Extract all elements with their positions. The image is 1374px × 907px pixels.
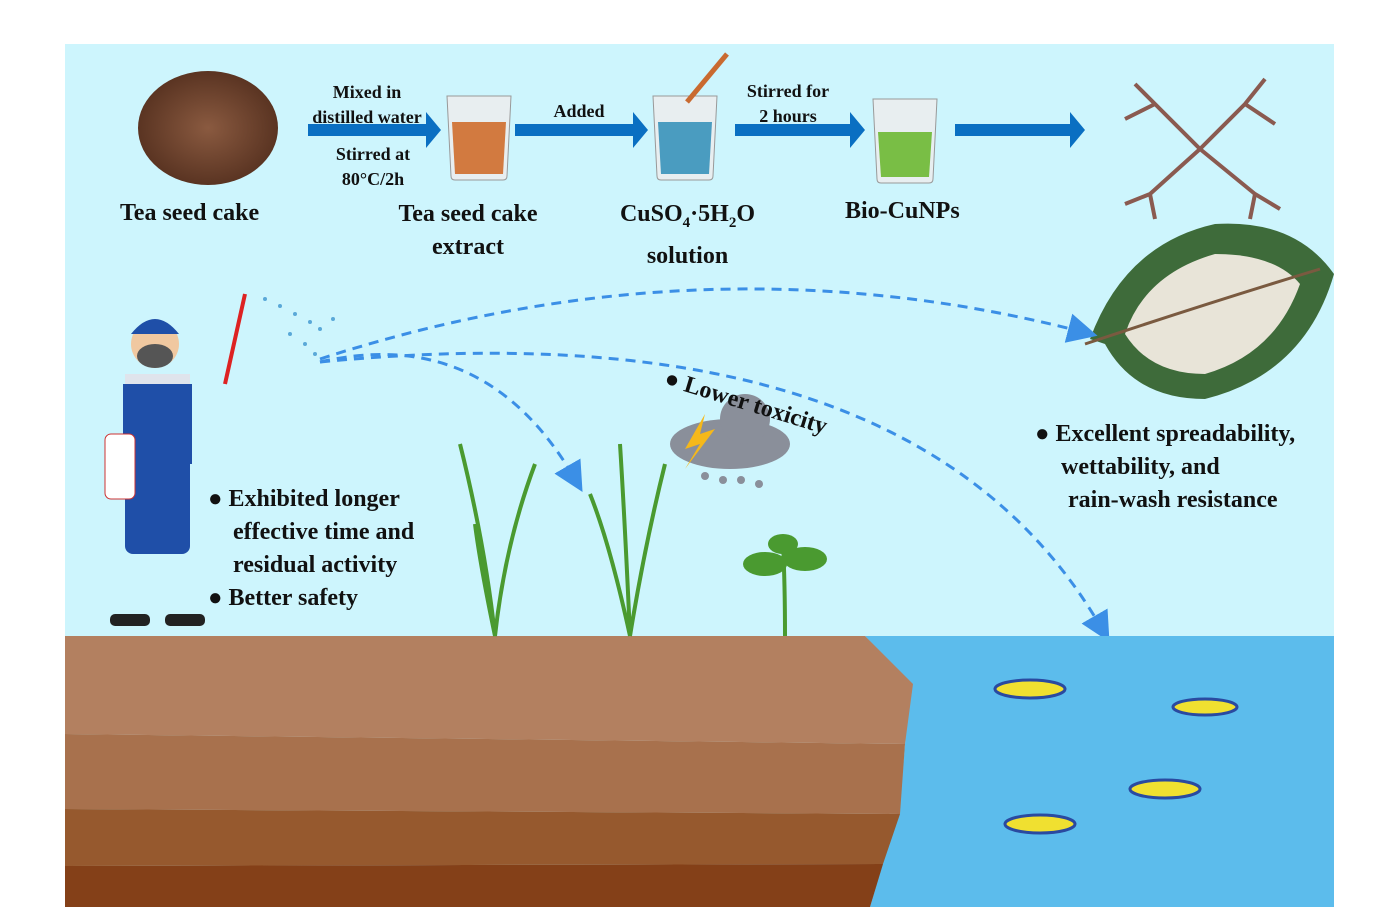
plant-line3: residual activity — [233, 552, 398, 578]
bio-cunps-label: Bio-CuNPs — [845, 198, 960, 224]
plant-line2: effective time and — [233, 519, 415, 545]
plants-image — [458, 443, 787, 637]
cuso4-formula: CuSO4·5H2O — [600, 198, 775, 240]
extract-line2: extract — [432, 234, 504, 260]
diagram-panel: Tea seed cake Mixed in distilled water St… — [65, 44, 1334, 907]
step1-line4: 80°C/2h — [341, 169, 405, 189]
formula-sub: 4 — [682, 214, 691, 231]
extract-label: Tea seed cake extract — [383, 198, 553, 264]
beaker-cuso4-image — [652, 52, 729, 181]
leaf-image — [1084, 223, 1334, 399]
soil-layers — [65, 636, 913, 907]
fish-image — [993, 678, 1239, 835]
beaker-bio-cunps-image — [872, 98, 938, 184]
sprayer-worker-image — [104, 293, 247, 626]
step1-line3: Stirred at — [335, 144, 411, 164]
cuso4-line2: solution — [646, 242, 729, 269]
formula-part: CuSO — [619, 201, 683, 227]
step1-line1: Mixed in — [332, 82, 402, 102]
cuso4-label: CuSO4·5H2O solution — [600, 198, 775, 273]
formula-sub: 2 — [728, 214, 737, 231]
plant-benefits: ● Exhibited longer effective time and re… — [208, 486, 415, 611]
process-arrows — [308, 112, 1085, 148]
step2-label: Added — [553, 101, 605, 121]
spray-dashed-arrows — [319, 287, 1110, 642]
seedling-leaves — [743, 534, 827, 576]
step1-line2: distilled water — [312, 107, 422, 127]
formula-part: ·5H — [690, 201, 729, 227]
step3-line1: Stirred for — [746, 81, 830, 101]
step3-label: Stirred for 2 hours — [728, 79, 848, 129]
tea-seed-cake-image — [138, 71, 278, 185]
illustration-layer — [65, 52, 1334, 907]
safety-text: Better safety — [228, 585, 359, 611]
leaf-benefits: ● Excellent spreadability, wettability, … — [1035, 418, 1295, 517]
leaf-line3: rain-wash resistance — [1068, 487, 1278, 513]
extract-line1: Tea seed cake — [398, 201, 538, 227]
spray-mist — [263, 297, 335, 356]
step1-top-label: Mixed in distilled water — [297, 80, 437, 130]
step1-bottom-label: Stirred at 80°C/2h — [303, 142, 443, 192]
plant-line1: Exhibited longer — [228, 486, 400, 512]
leaf-line2: wettability, and — [1061, 454, 1220, 480]
beaker-extract-image — [446, 95, 512, 181]
tea-seed-cake-label: Tea seed cake — [120, 200, 260, 226]
step3-line2: 2 hours — [759, 106, 817, 126]
leaf-line1: Excellent spreadability, — [1055, 421, 1296, 447]
formula-part: O — [736, 201, 756, 227]
nanoparticle-structure-image — [1124, 77, 1282, 220]
rain-cloud-image — [670, 394, 790, 488]
water-area — [865, 636, 1334, 907]
